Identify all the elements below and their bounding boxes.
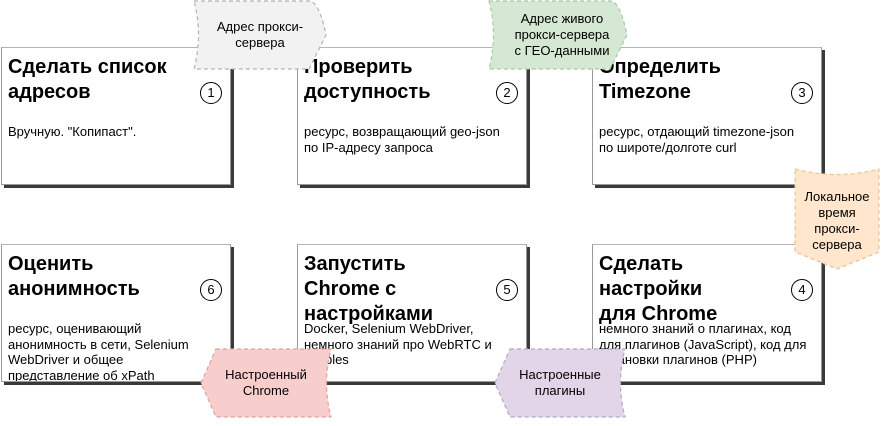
step-number-badge: 3 [791, 82, 813, 104]
tag-label: Адрес прокси- сервера [216, 19, 304, 50]
data-tag-configured-plugins: Настроенные плагины [494, 348, 626, 418]
step-description: ресурс, оценивающий анонимность в сети, … [8, 321, 189, 382]
data-tag-configured-chrome: Настроенный Chrome [200, 348, 332, 418]
step-title: Запустить Chrome с настройками [304, 253, 434, 325]
data-tag-local-time: Локальное время прокси- сервера [794, 168, 880, 270]
step-card-1: Сделать список адресов 1 Вручную. "Копип… [1, 47, 231, 185]
tag-shape-path [193, 0, 327, 70]
tag-label: Адрес живого прокси-сервера с ГЕО-данным… [514, 11, 610, 58]
step-number-badge: 1 [200, 82, 222, 104]
step-title: Оценить анонимность [8, 253, 140, 300]
step-number-badge: 4 [791, 279, 813, 301]
step-title: Сделать список адресов [8, 56, 167, 103]
step-card-4: Сделать настройки для Chrome 4 немного з… [592, 244, 822, 382]
tag-shape [193, 0, 327, 70]
step-description: Docker, Selenium WebDriver, немного знан… [304, 321, 492, 367]
data-tag-live-proxy: Адрес живого прокси-сервера с ГЕО-данным… [488, 0, 628, 70]
step-description: ресурс, отдающий timezone-json по широте… [599, 124, 795, 155]
step-number-badge: 5 [496, 279, 518, 301]
step-description: Вручную. "Копипаст". [8, 124, 137, 139]
tag-label: Настроенный Chrome [225, 367, 307, 398]
step-card-3: Определить Timezone 3 ресурс, отдающий t… [592, 47, 822, 185]
tag-shape-path [488, 0, 628, 70]
tag-label: Локальное время прокси- сервера [804, 189, 870, 252]
step-description: немного знаний о плагинах, код для плаги… [599, 321, 807, 367]
step-description: ресурс, возвращающий geo-json по IP-адре… [304, 124, 500, 155]
step-card-2: Проверить доступность 2 ресурс, возвраща… [297, 47, 527, 185]
step-card-6: Оценить анонимность 6 ресурс, оценивающи… [1, 244, 231, 382]
tag-shape-path [794, 168, 880, 270]
tag-label: Настроенные плагины [519, 367, 601, 398]
step-number-badge: 2 [496, 82, 518, 104]
tag-shape [794, 168, 880, 270]
step-title: Определить Timezone [599, 56, 721, 103]
step-number-badge: 6 [200, 279, 222, 301]
tag-shape-path [494, 348, 626, 418]
step-title: Сделать настройки для Chrome [599, 253, 718, 325]
tag-shape [488, 0, 628, 70]
tag-shape [494, 348, 626, 418]
step-card-5: Запустить Chrome с настройками 5 Docker,… [297, 244, 527, 382]
tag-shape [200, 348, 332, 418]
tag-shape-path [200, 348, 332, 418]
step-title: Проверить доступность [304, 56, 431, 103]
data-tag-proxy-address: Адрес прокси- сервера [193, 0, 327, 70]
